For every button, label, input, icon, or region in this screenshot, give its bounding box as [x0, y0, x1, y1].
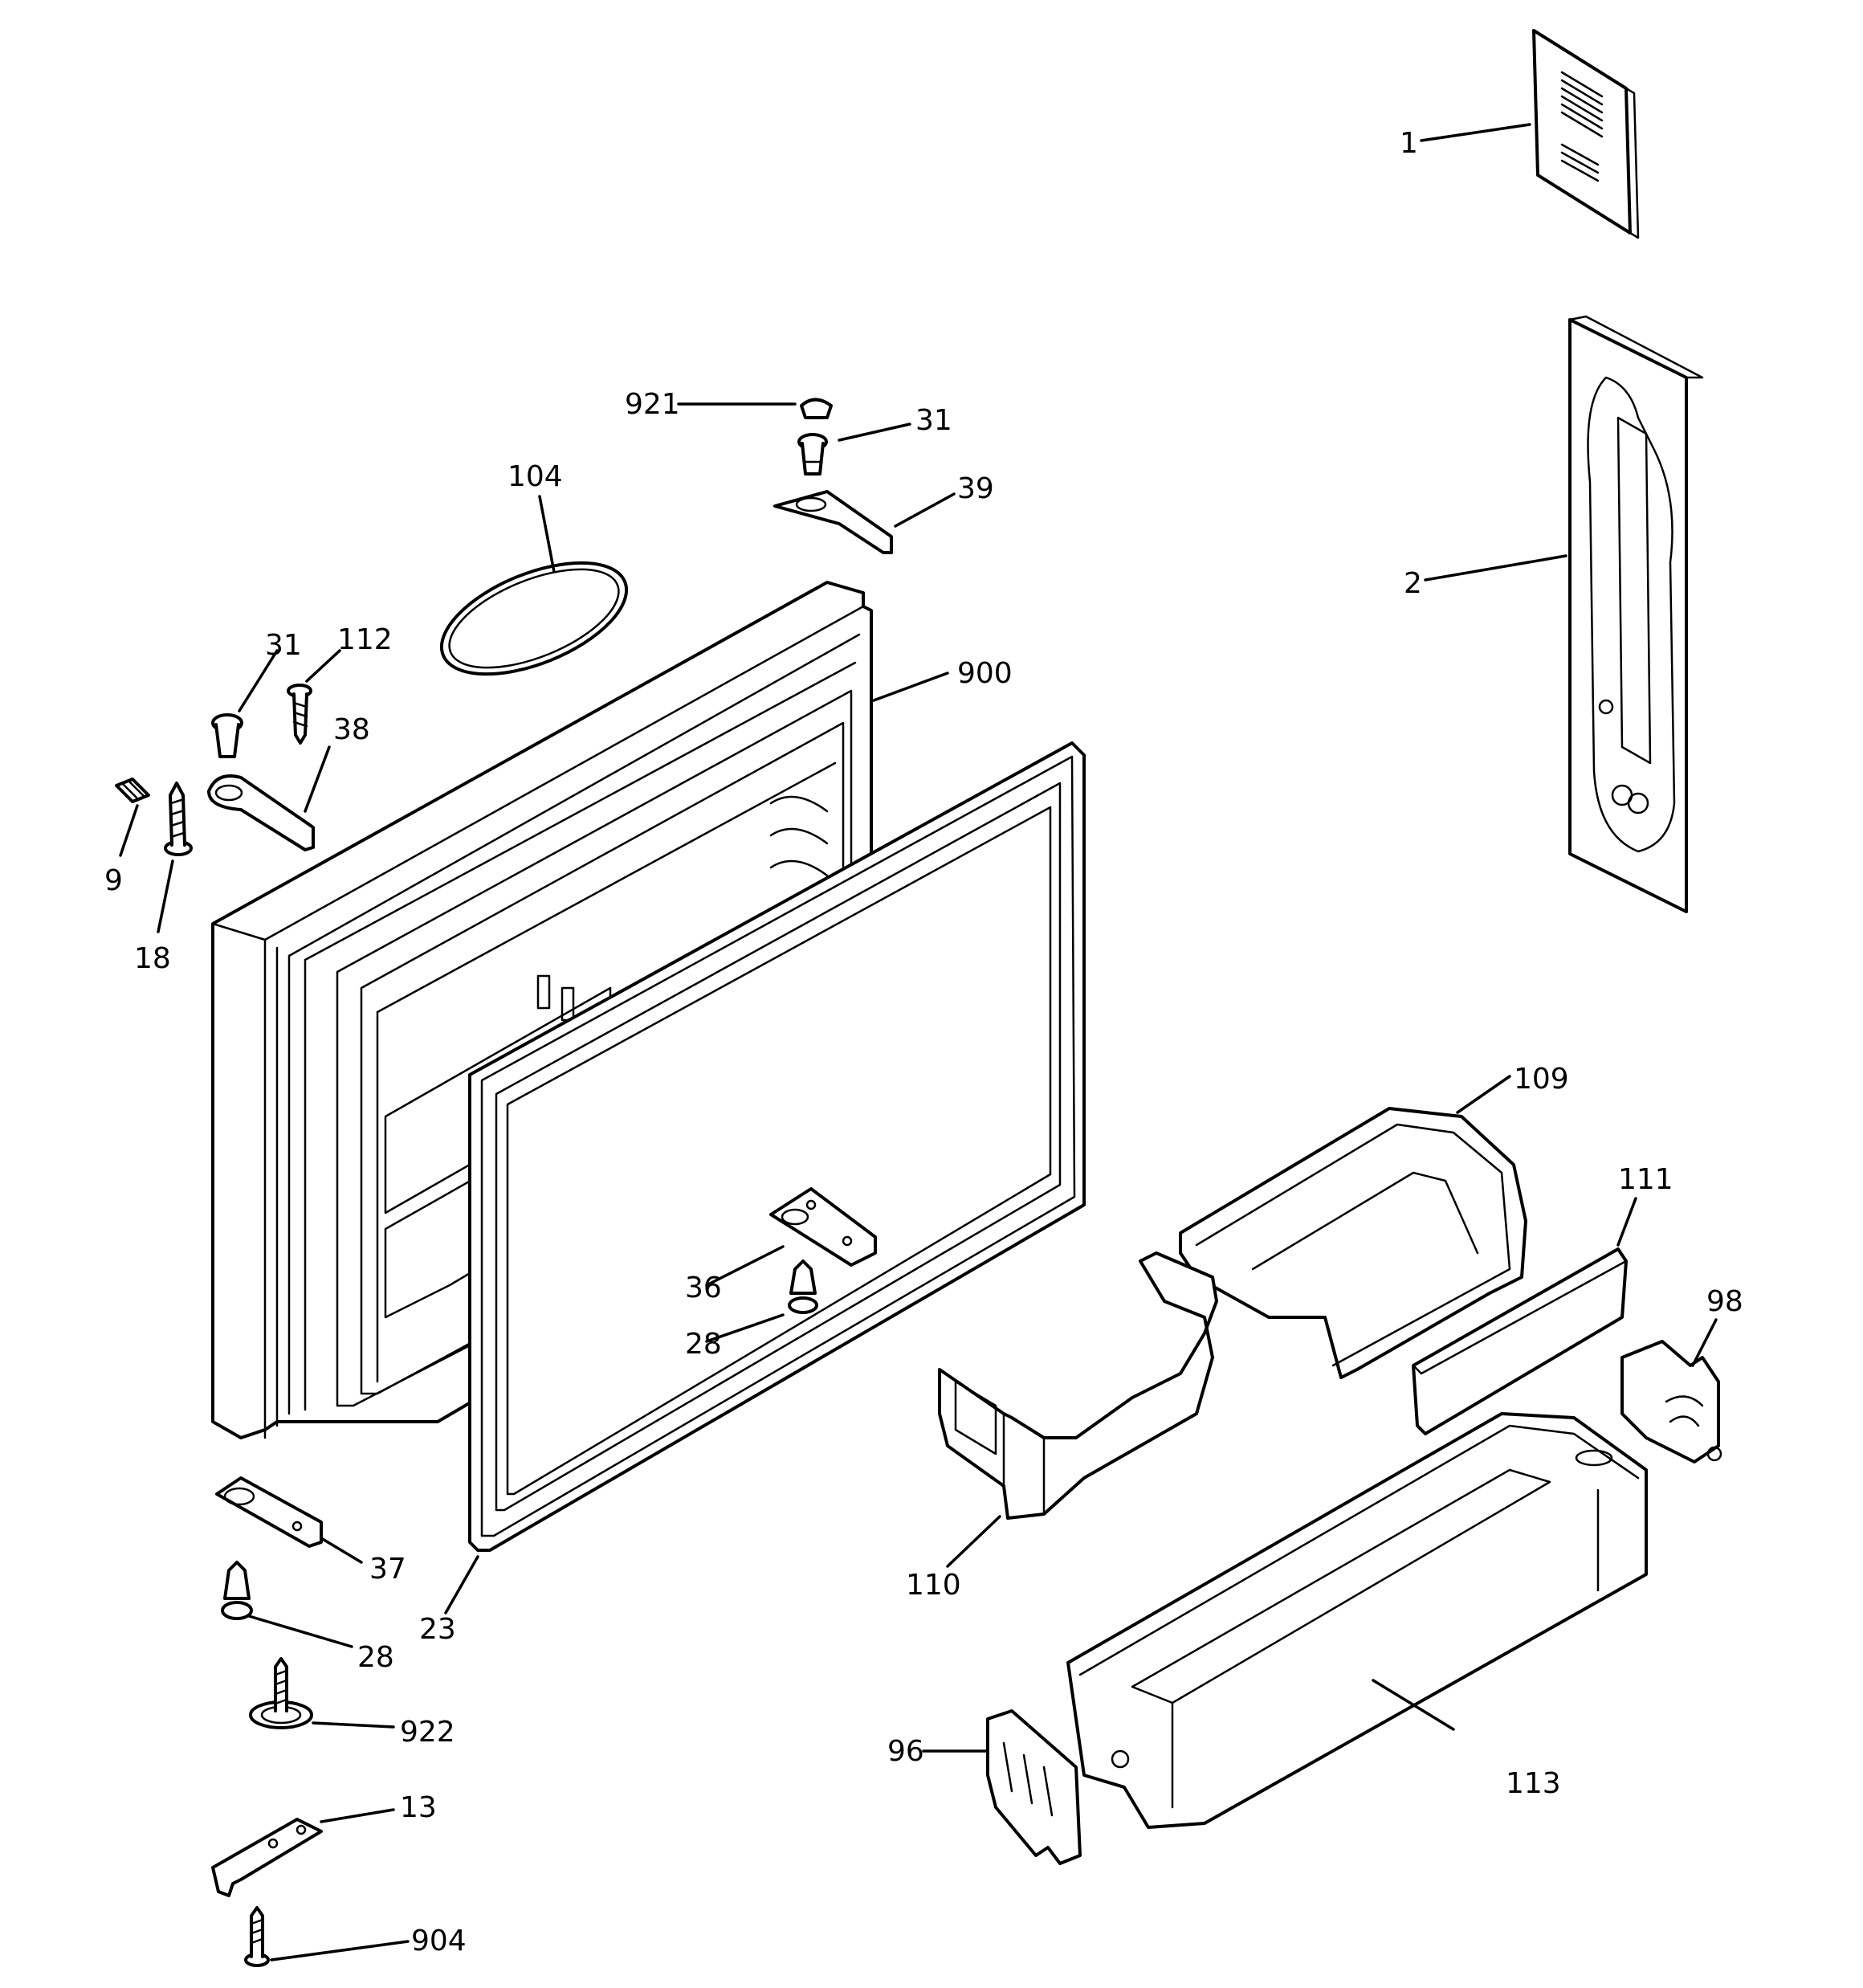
part-37-hinge-plate — [215, 1476, 323, 1548]
callout-13: 13 — [400, 1791, 437, 1824]
part-904-screw — [244, 1906, 270, 1967]
callout-36: 36 — [685, 1272, 722, 1304]
part-31-bushing-left — [211, 713, 243, 758]
part-36-hinge-plate — [769, 1187, 877, 1267]
part-18-screw — [164, 782, 193, 856]
callout-labels: 1 2 921 31 39 104 31 112 38 9 18 900 36 … — [104, 127, 1743, 1957]
callout-9: 9 — [104, 864, 123, 897]
callout-31-top: 31 — [915, 404, 952, 437]
part-112-screw — [287, 684, 312, 745]
part-111-bin-front — [1412, 1247, 1628, 1435]
part-9-screw — [115, 778, 150, 803]
callout-111: 111 — [1618, 1163, 1673, 1196]
callout-110: 110 — [906, 1569, 961, 1602]
leader-lines — [119, 123, 1718, 1961]
callout-31-left: 31 — [265, 629, 302, 662]
part-38-hinge-plate — [207, 774, 315, 851]
part-28-pin-center — [788, 1259, 818, 1314]
part-104-gasket-ring — [439, 561, 629, 676]
callout-921: 921 — [625, 388, 680, 421]
part-1-label-card — [1532, 29, 1640, 239]
callout-922: 922 — [400, 1716, 455, 1749]
callout-39: 39 — [957, 472, 994, 505]
callout-23: 23 — [419, 1613, 456, 1646]
callout-96: 96 — [887, 1735, 924, 1768]
callout-38: 38 — [333, 713, 370, 746]
part-113-large-door-bin — [1066, 1412, 1648, 1829]
callout-18: 18 — [134, 942, 171, 975]
part-13-bracket — [211, 1818, 323, 1897]
part-23-door-gasket — [468, 741, 1086, 1552]
callout-900: 900 — [957, 657, 1013, 690]
part-98-bin-end-cap — [1620, 1340, 1722, 1463]
callout-109: 109 — [1514, 1063, 1569, 1096]
callout-28-center: 28 — [685, 1328, 722, 1361]
callout-904: 904 — [411, 1925, 467, 1957]
part-31-bushing-top — [797, 433, 828, 476]
callout-112: 112 — [337, 623, 393, 656]
part-96-bin-end — [986, 1709, 1082, 1865]
callout-113: 113 — [1506, 1767, 1561, 1800]
part-28-pin-left — [221, 1561, 253, 1620]
callout-28-left: 28 — [357, 1641, 394, 1674]
callout-37: 37 — [369, 1553, 406, 1586]
part-110-door-bin — [938, 1251, 1218, 1520]
callout-104: 104 — [508, 460, 563, 493]
part-39-hinge-plate — [773, 490, 893, 554]
part-921-cap — [800, 398, 833, 419]
callout-98: 98 — [1706, 1285, 1743, 1318]
part-2-door-handle — [1568, 315, 1704, 913]
callout-2: 2 — [1404, 567, 1422, 600]
part-922-screw-washer — [249, 1657, 313, 1729]
callout-1: 1 — [1400, 127, 1418, 160]
